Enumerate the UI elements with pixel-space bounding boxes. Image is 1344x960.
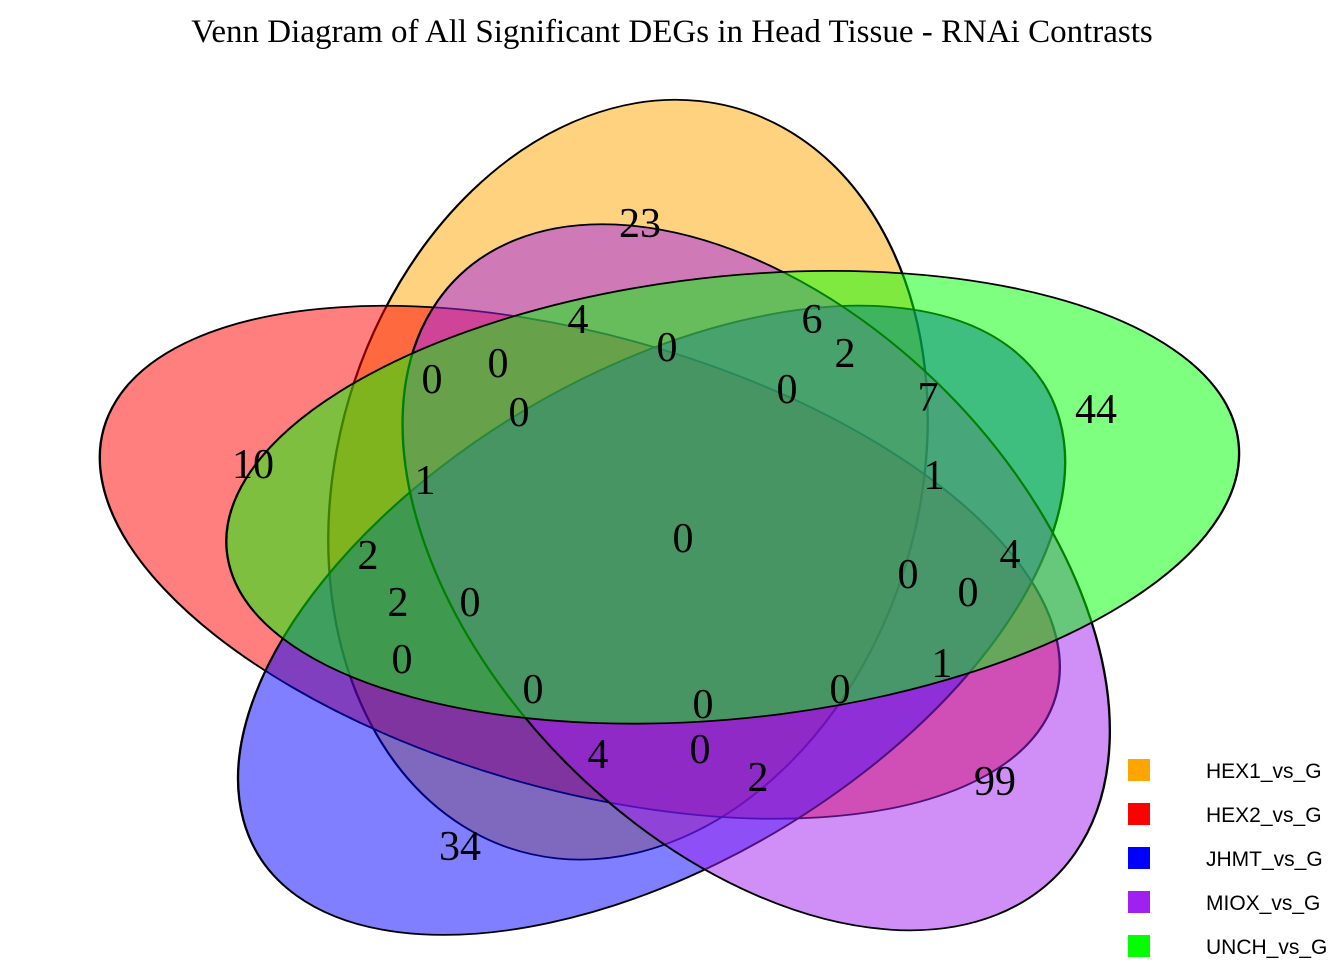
chart-title: Venn Diagram of All Significant DEGs in …: [191, 14, 1153, 50]
region-count: 4: [568, 297, 589, 343]
region-count: 0: [422, 357, 443, 403]
legend-label-unch: UNCH_vs_G: [1206, 936, 1327, 959]
region-count: 0: [898, 552, 919, 598]
region-count: 0: [392, 637, 413, 683]
region-count: 0: [460, 580, 481, 626]
legend-swatch-jhmt: [1128, 847, 1150, 869]
region-count: 99: [974, 759, 1016, 805]
region-count: 6: [802, 297, 823, 343]
legend-label-hex2: HEX2_vs_G: [1206, 804, 1322, 827]
legend-label-jhmt: JHMT_vs_G: [1206, 848, 1323, 871]
region-count: 10: [232, 442, 274, 488]
region-count: 0: [488, 341, 509, 387]
region-count: 1: [415, 458, 436, 504]
region-count: 0: [673, 516, 694, 562]
region-count: 0: [693, 682, 714, 728]
legend-label-hex1: HEX1_vs_G: [1206, 760, 1322, 783]
venn-ellipse-unch: [225, 270, 1241, 725]
region-count: 0: [509, 390, 530, 436]
region-count: 0: [657, 325, 678, 371]
legend-swatch-unch: [1128, 935, 1150, 957]
region-count: 2: [388, 580, 409, 626]
region-count: 2: [835, 331, 856, 377]
legend-label-miox: MIOX_vs_G: [1206, 892, 1320, 915]
region-count: 34: [439, 824, 481, 870]
region-count: 0: [958, 570, 979, 616]
legend-swatch-hex2: [1128, 803, 1150, 825]
region-count: 7: [918, 375, 939, 421]
region-count: 0: [523, 667, 544, 713]
region-count: 0: [690, 727, 711, 773]
region-count: 0: [830, 667, 851, 713]
legend-swatch-miox: [1128, 891, 1150, 913]
region-count: 0: [777, 367, 798, 413]
region-count: 2: [358, 533, 379, 579]
region-count: 4: [588, 732, 609, 778]
legend: HEX1_vs_G HEX2_vs_G JHMT_vs_G MIOX_vs_G …: [1128, 759, 1327, 959]
venn-ellipses: [98, 98, 1241, 936]
region-count: 4: [1000, 532, 1021, 578]
region-count: 1: [932, 641, 953, 687]
region-count: 44: [1075, 387, 1117, 433]
legend-swatch-hex1: [1128, 759, 1150, 781]
region-count: 1: [924, 453, 945, 499]
region-count: 23: [619, 201, 661, 247]
region-count: 2: [748, 755, 769, 801]
